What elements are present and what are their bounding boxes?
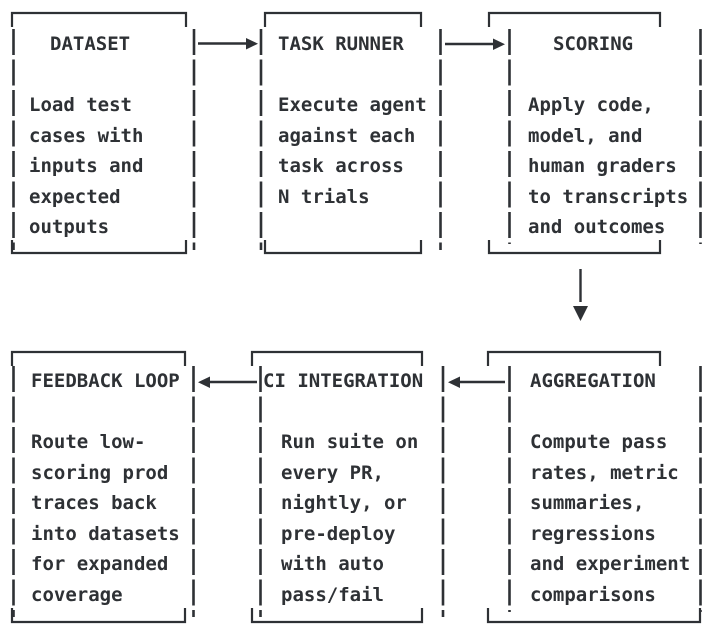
arrow-scoring-to-aggregation (573, 269, 588, 321)
box-ci-integration-frame (250, 350, 445, 624)
box-dataset-body: Load test cases with inputs and expected… (29, 94, 144, 238)
arrow-task-runner-to-scoring (445, 38, 505, 50)
arrow-dataset-to-task-runner (198, 38, 258, 50)
box-task-runner-title: TASK RUNNER (278, 33, 404, 55)
box-task-runner-body: Execute agent against each task across N… (278, 94, 427, 208)
box-dataset-frame (10, 11, 196, 255)
box-dataset-title: DATASET (50, 33, 131, 55)
box-ci-integration-title: CI INTEGRATION (263, 370, 424, 392)
box-ci-integration-body: Run suite on every PR, nightly, or pre-d… (281, 431, 419, 606)
box-feedback-loop-body: Route low- scoring prod traces back into… (31, 431, 180, 606)
box-aggregation-frame (486, 350, 702, 624)
arrow-aggregation-to-ci-integration (448, 376, 505, 388)
box-scoring-title: SCORING (553, 33, 634, 55)
box-feedback-loop-title: FEEDBACK LOOP (31, 370, 180, 392)
box-aggregation-title: AGGREGATION (530, 370, 656, 392)
box-feedback-loop-frame (10, 350, 195, 624)
box-scoring-body: Apply code, model, and human graders to … (528, 94, 689, 238)
box-task-runner-frame (259, 11, 442, 255)
arrow-ci-integration-to-feedback-loop (198, 376, 257, 388)
box-scoring-frame (487, 11, 702, 255)
box-aggregation-body: Compute pass rates, metric summaries, re… (530, 431, 691, 606)
